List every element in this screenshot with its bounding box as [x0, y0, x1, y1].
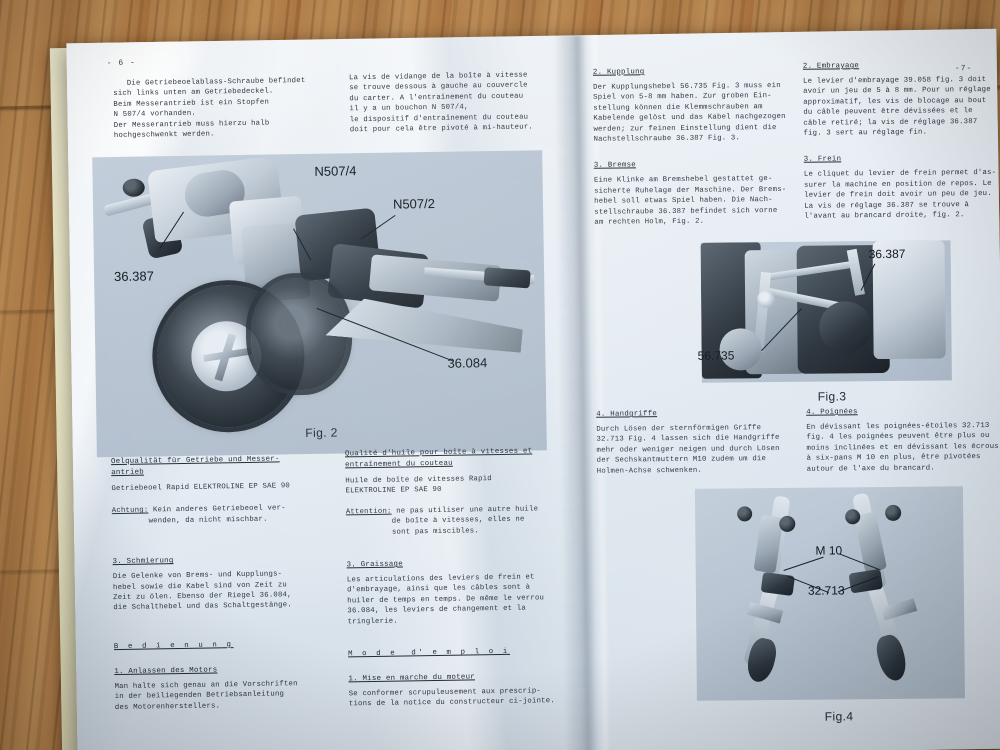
right-french-sec3-text: Le cliquet du levier de frein permet d'a…: [803, 169, 997, 221]
callout-32-713: 32.713: [807, 583, 845, 598]
right-german-sec4-heading: 4. Handgriffe: [596, 410, 658, 419]
left-german-warning-label: Achtung:: [111, 506, 149, 516]
left-german-oil-spec: Getriebeoel Rapid ELEKTROLINE EP SAE 90: [111, 482, 291, 494]
left-french-sec3-text: Les articulations des leviers de frein e…: [346, 573, 545, 627]
left-german-sec3-heading: 3. Schmierung: [112, 557, 174, 567]
pivot-pin: [757, 290, 776, 309]
right-german-sec2-heading: 2. Kupplung: [592, 68, 645, 77]
left-star-grip: [737, 506, 753, 522]
right-french-sec4-heading: 4. Poignées: [806, 408, 858, 417]
callout-56-735: 56.735: [697, 348, 735, 363]
machine-cutter-tip: [483, 267, 531, 289]
left-french-oil-heading: Qualité d'huile pour boîte à vitesses et…: [344, 447, 533, 470]
left-german-intro: Die Getriebeoelablass-Schraube befindet …: [113, 76, 306, 141]
right-german-sec4-text: Durch Lösen der sternförmigen Griffe 32.…: [596, 424, 780, 476]
callout-36-387: 36.387: [113, 268, 154, 285]
callout-m10: M 10: [815, 543, 843, 558]
callout-36-084: 36.084: [447, 355, 488, 371]
right-french-sec4-text: En dévissant les poignées-étoiles 32.713…: [806, 421, 999, 474]
left-german-operation-heading: B e d i e n u n g: [113, 641, 234, 651]
left-german-oil-heading: Oelqualität für Getriebe und Messer- ant…: [110, 455, 280, 478]
right-german-sec3-heading: 3. Bremse: [593, 161, 637, 171]
figure-3: 36.387 56.735 Fig.3: [687, 240, 977, 423]
right-hand-grip: [873, 632, 910, 684]
right-german-sec3-text: Eine Klinke am Bremshebel gestattet ge- …: [593, 175, 787, 227]
machine-grip-knob: [122, 178, 145, 197]
left-german-sec1-heading: 1. Anlassen des Motors: [114, 666, 218, 676]
callout-n507-2: N507/2: [392, 195, 436, 212]
left-german-sec3-text: Die Gelenke von Brems- und Kupplungs- he…: [112, 570, 292, 613]
figure-3-caption: Fig.3: [817, 389, 847, 404]
right-star-grip-2: [885, 504, 902, 521]
left-page: - 6 - Die Getriebeoelablass-Schraube bef…: [66, 32, 555, 750]
figure-4-caption: Fig.4: [824, 709, 854, 724]
left-french-operation-heading: M o d e d' e m p l o i: [348, 647, 510, 659]
left-german-sec1-text: Man halte sich genau an die Vorschriften…: [114, 680, 298, 712]
right-french-sec3-heading: 3. Frein: [803, 155, 842, 165]
figure-2-photo: [92, 150, 547, 458]
figure-3-photo: [700, 240, 952, 383]
left-french-sec3-heading: 3. Graissage: [346, 560, 403, 570]
figure-4: M 10 32.713 Fig.4: [687, 486, 990, 750]
right-star-grip: [845, 509, 861, 525]
left-hex-nut: [760, 572, 795, 597]
right-french-sec2-text: Le levier d'embrayage 39.058 fig. 3 doit…: [802, 76, 991, 138]
callout-n507-4: N507/4: [314, 163, 357, 179]
left-french-warning-label: Attention:: [345, 507, 392, 517]
left-french-sec1-heading: 1. Mise en marche du moteur: [348, 673, 476, 684]
left-french-sec1-text: Se conformer scrupuleusement aux prescri…: [348, 687, 555, 709]
right-page: -7- 2. Kupplung Der Kupplungshebel 56.73…: [557, 28, 1000, 750]
left-french-oil-spec: Huile de boîte de vitesses Rapid ELEKTRO…: [345, 475, 492, 496]
right-french-sec2-heading: 2. Embrayage: [802, 62, 860, 71]
callout-36-387-fig3: 36.387: [868, 246, 906, 262]
left-page-number: - 6 -: [106, 58, 136, 69]
pulley: [819, 301, 872, 354]
figure-2: N507/4 N507/2 36.387 36.084 Fig. 2: [92, 150, 547, 458]
left-star-grip-2: [779, 515, 796, 533]
left-french-intro: La vis de vidange de la boîte à vitesse …: [348, 71, 534, 135]
right-german-sec2-text: Der Kupplungshebel 56.735 Fig. 3 muss ei…: [593, 81, 786, 144]
